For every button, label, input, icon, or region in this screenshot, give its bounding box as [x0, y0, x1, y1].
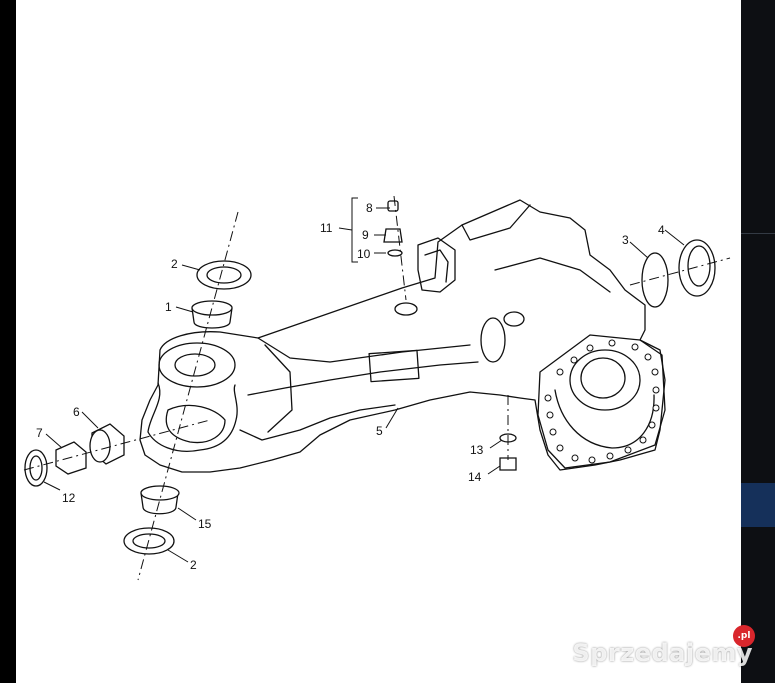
top-pad-inner [424, 249, 449, 283]
callout-14: 14 [468, 470, 482, 484]
kingpin-yoke-inner [165, 404, 226, 444]
part-4-seal-ring-inner [687, 245, 711, 287]
flange-face [537, 334, 666, 469]
right-side-panel [741, 0, 775, 683]
callout-2-lower: 2 [190, 558, 197, 572]
right-side-accent [741, 483, 775, 527]
part-6-nut-face [89, 429, 111, 463]
rib-top [461, 204, 531, 241]
callout-9: 9 [362, 228, 369, 242]
callout-2-upper: 2 [171, 257, 178, 271]
name-plate [368, 349, 420, 383]
spindle-centerline [23, 419, 211, 471]
arm-upper-edge [257, 337, 471, 363]
callout-12: 12 [62, 491, 76, 505]
kingpin-centerline [137, 211, 239, 581]
part-10-washer [387, 249, 403, 257]
watermark-badge: .pl [733, 625, 755, 647]
callout-15: 15 [198, 517, 212, 531]
watermark-text: Sprzedajemy [572, 639, 753, 667]
drain-port [394, 302, 418, 316]
callout-8: 8 [366, 201, 373, 215]
part-2-seal-upper-inner [206, 266, 242, 284]
callout-6: 6 [73, 405, 80, 419]
kingpin-yoke [147, 382, 238, 452]
axle-exploded-diagram: 2 1 3 4 5 6 7 8 9 10 11 12 13 14 15 2 [23, 195, 731, 581]
flange-rim [554, 389, 655, 449]
axle-housing [139, 199, 666, 473]
callout-10: 10 [357, 247, 371, 261]
trunnion-bore [480, 317, 506, 363]
right-side-divider [741, 233, 775, 234]
kingpin-boss-top [158, 342, 236, 388]
kingpin-bore [174, 353, 216, 377]
arm-lower-edge [247, 361, 479, 396]
rib-mid [494, 257, 611, 293]
flange-bolt-holes [544, 339, 660, 464]
fitting-centerline [393, 195, 407, 301]
callout-11: 11 [320, 221, 333, 235]
callout-7: 7 [36, 426, 43, 440]
part-9-fitting [383, 228, 403, 243]
arm-bottom-edge [239, 404, 396, 441]
part-3-oring [641, 252, 669, 308]
trunnion-cap [503, 311, 525, 327]
callout-13: 13 [470, 443, 484, 457]
flange-bore-inner [580, 357, 626, 399]
callout-4: 4 [658, 223, 665, 237]
callout-5: 5 [376, 424, 383, 438]
part-7-sleeve [55, 441, 87, 475]
flange-bore-outer [569, 349, 641, 411]
part-1-bushing-top [191, 300, 233, 316]
top-pad [417, 237, 456, 293]
part-8-bolt [387, 200, 399, 212]
part-15-bushing-top [140, 485, 180, 501]
diagram-paper: 2 1 3 4 5 6 7 8 9 10 11 12 13 14 15 2 [16, 0, 741, 683]
callout-3: 3 [622, 233, 629, 247]
arm-ridge [264, 344, 293, 433]
callout-1: 1 [165, 300, 172, 314]
flange-centerline [629, 257, 731, 286]
